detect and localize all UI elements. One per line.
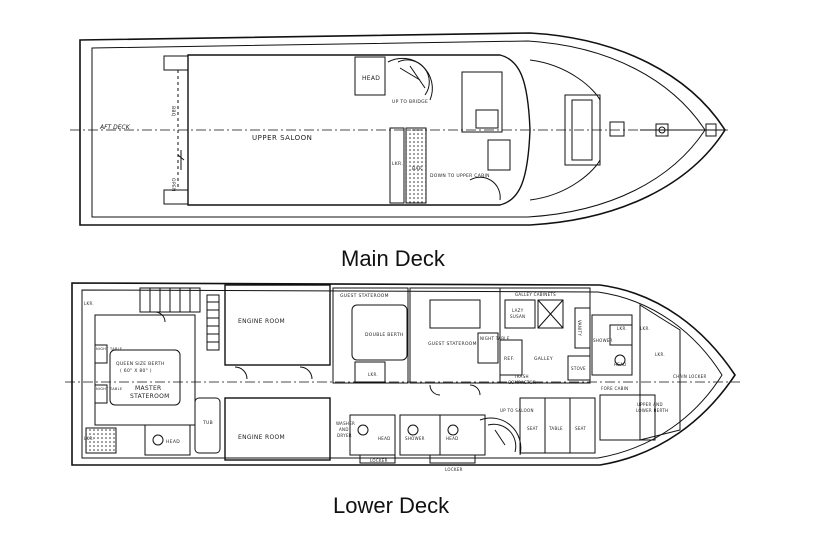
label-washer: WASHER [336,421,355,426]
label-vanity: VANITY [577,320,582,336]
label-locker-1: LOCKER [370,458,388,463]
label-shower-2: SHOWER [593,338,613,343]
label-queen-berth: QUEEN SIZE BERTH [116,361,165,367]
label-locker-2: LOCKER [445,467,463,472]
label-night-table-top: NIGHT TABLE [96,347,122,351]
label-tub: TUB [202,420,213,426]
label-lkr-6: LKR. [655,352,665,357]
lower-deck-caption: Lower Deck [333,493,450,518]
label-lkr-4: LKR. [617,326,627,331]
label-lkr-1: LKR. [84,301,94,306]
engine-room-top [224,284,331,366]
double-berth-fixture [351,304,408,361]
label-main-head: HEAD [362,75,380,82]
label-susan: SUSAN [510,314,525,319]
tub-fixture [194,397,221,454]
label-fore-cabin: FORE CABIN [601,386,628,391]
label-bbq: BBQ [170,106,176,117]
label-down-to-upper-cabin: DOWN TO UPPER CABIN [430,173,490,179]
label-double-berth: DOUBLE BERTH [365,332,404,338]
main-deck-plan [70,32,730,226]
label-engine-room-bottom: ENGINE ROOM [238,434,285,441]
label-up-to-bridge: UP TO BRIDGE [392,99,428,105]
label-night-table-guest: NIGHT TABLE [480,336,510,341]
label-head-fwd: HEAD [614,362,627,367]
label-guest-stateroom-1: GUEST STATEROOM [340,293,389,299]
label-lkr-2: LKR. [84,436,94,441]
aft-step-bottom [163,189,189,205]
label-bar: BAR [412,166,422,172]
label-lower-berth: LOWER BERTH [636,408,668,413]
label-night-table-bottom: NIGHT TABLE [96,387,122,391]
label-upper-and: UPPER AND [637,402,663,407]
lower-deck-hull-outline [71,282,736,466]
label-lkr-3: LKR. [368,372,378,377]
label-ref: REF. [504,356,514,362]
label-seat-1: SEAT [527,426,538,431]
label-dryer: DRYER [337,433,352,438]
label-aft-deck: AFT DECK [99,124,131,131]
label-trash: TRASH [513,374,529,379]
label-stove: STOVE [571,366,586,371]
main-deck-caption: Main Deck [341,246,445,271]
label-head-1: HEAD [378,436,391,441]
label-berth-size: ( 60" X 80" ) [120,368,152,374]
master-berth [109,349,181,406]
label-engine-room-top: ENGINE ROOM [238,318,285,325]
label-head-2: HEAD [446,436,459,441]
label-lazy: LAZY [512,308,524,313]
label-guest-stateroom-2: GUEST STATEROOM [428,341,477,347]
engine-room-bottom [224,397,331,461]
label-chain-locker: CHAIN LOCKER [673,374,707,379]
main-head-room [354,56,386,96]
main-deck-hull-outline [79,32,726,226]
label-shower-1: SHOWER [405,436,425,441]
label-master: MASTER [135,385,162,392]
label-stateroom: STATEROOM [130,393,170,400]
aft-step-top [163,55,189,71]
lower-deck-plan [65,282,740,466]
label-head-master: HEAD [166,439,180,445]
label-galley-cabinets: GALLEY CABINETS [515,292,556,297]
label-lkr-5: LKR. [640,326,650,331]
label-upper-saloon: UPPER SALOON [252,134,312,142]
label-and: AND [339,427,349,432]
label-open: OPEN [170,178,176,192]
guest-stateroom-1-room [332,287,409,384]
spiral-stair-lower [479,417,522,456]
label-compactor: COMPACTOR [508,380,536,385]
label-up-to-saloon: UP TO SALOON [500,408,534,413]
label-galley: GALLEY [534,356,553,362]
main-deck-gunwale [91,40,706,218]
label-seat-2: SEAT [575,426,586,431]
label-table: TABLE [548,426,563,431]
label-main-lkr: LKR. [392,161,403,167]
